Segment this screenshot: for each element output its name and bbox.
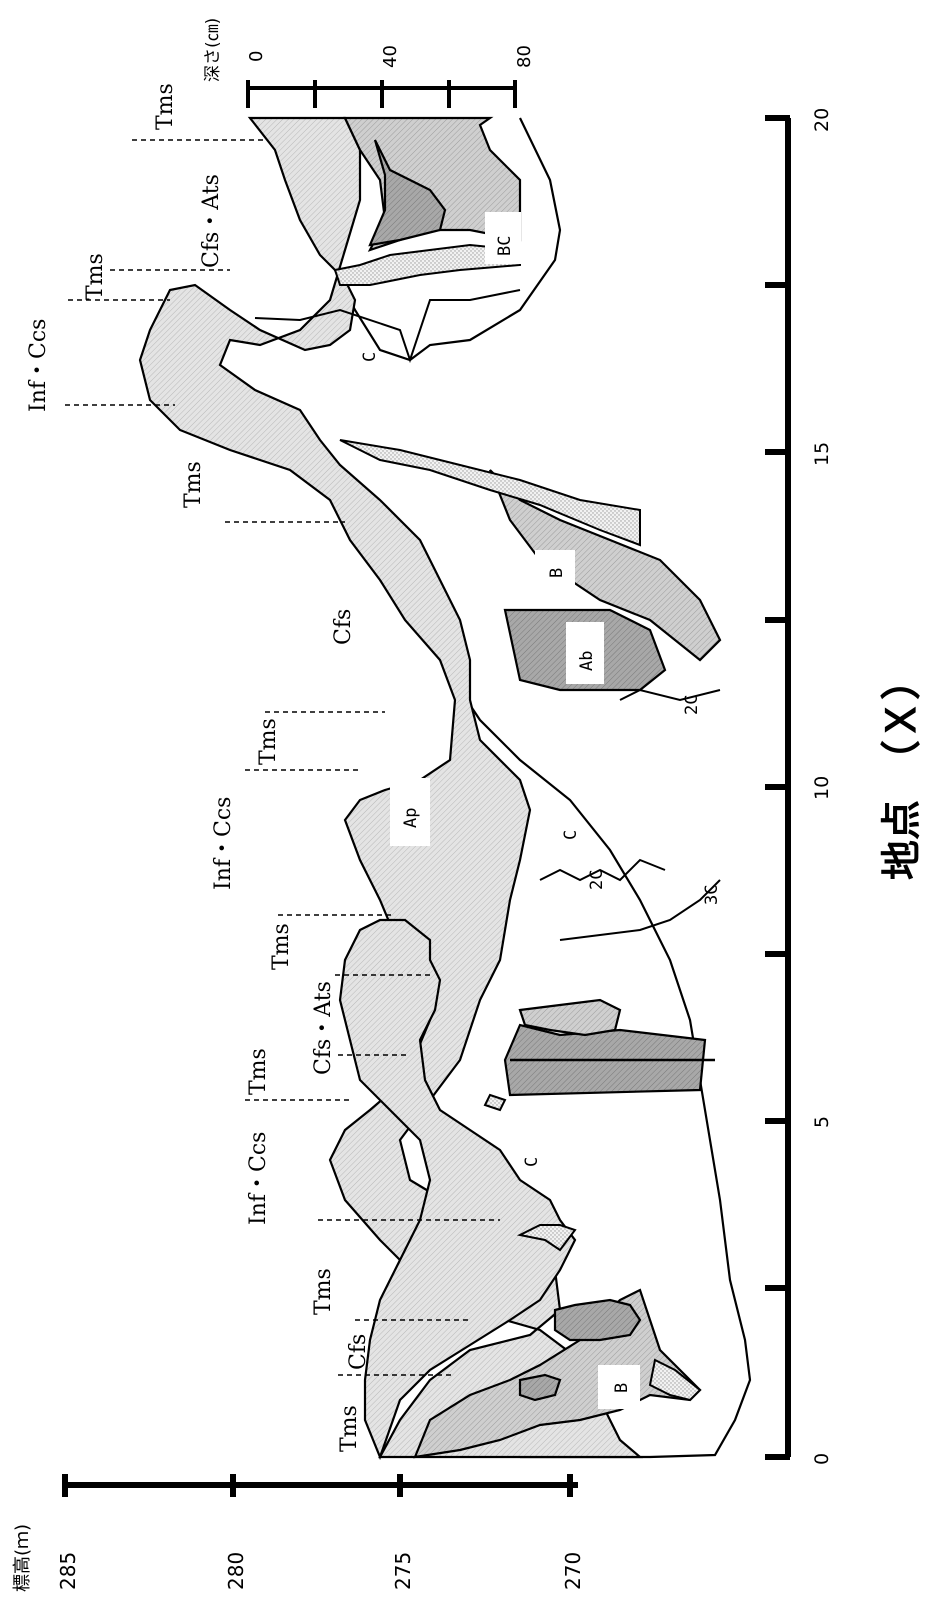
dots-block-6 [483,1093,507,1112]
horizon-label-2c: 2C [682,695,702,715]
label-bg [390,778,430,846]
horizon-label-3c: 3C [702,885,722,905]
landform-label: Tms [269,923,294,970]
b-block-6 [518,998,622,1037]
depth-axis: 0 40 80 深さ(㎝) [203,18,535,108]
horizon-label-ab: Ab [577,651,597,671]
ab-horizon-right [368,139,447,247]
label-bg [485,212,521,264]
horizon-label-b: B [547,568,567,578]
horizon-label-ap: Ap [401,808,421,828]
point-tick-label: 15 [811,442,833,466]
horizon-label-group: B C 2C 3C Ap C 2C Ab B C BC [360,212,722,1409]
landform-label: Cfs [331,609,356,645]
elevation-tick-label: 285 [56,1552,80,1590]
landform-label: Inf・Ccs [211,797,236,890]
landform-label: Tms [153,83,178,130]
horizon-label-bc: BC [495,236,515,256]
depth-tick-label: 40 [380,45,401,68]
landform-label: Cfs・Ats [311,981,336,1075]
depth-tick-label: 0 [246,51,267,62]
bc-dots-left [648,1358,702,1402]
c2c-boundary-2 [619,688,721,702]
landform-label: Cfs [346,1334,371,1370]
landform-label: Tms [246,1048,271,1095]
landform-label: Cfs・Ats [199,174,224,268]
horizon-label-c: C [522,1157,542,1167]
landform-label: Tms [83,253,108,300]
elevation-axis-title: 標高(ｍ) [12,1524,33,1592]
ap-horizon [138,116,643,1459]
label-bg [598,1365,640,1409]
point-tick-label: 20 [811,108,833,132]
point-axis-title: 地点 （Ｘ） [879,660,925,880]
point-axis: 0 5 10 15 20 地点 （Ｘ） [765,108,925,1465]
label-bg [535,550,575,594]
elevation-tick-label: 275 [391,1552,415,1590]
dark-block-left-2 [518,1373,562,1402]
point-tick-label: 0 [811,1453,833,1465]
landform-dividers [65,139,500,1376]
point-tick-label: 10 [811,776,833,800]
elevation-axis: 285 280 275 270 標高(ｍ) [12,1474,585,1592]
horizon-label-2c: 2C [587,870,607,890]
horizon-label-b: B [612,1383,632,1393]
c-boundary-right [254,289,521,364]
landform-label: Tms [311,1268,336,1315]
landform-label: Tms [256,718,281,765]
c2c-boundary [539,858,666,882]
depth-tick-label: 80 [514,45,535,68]
landform-label: Inf・Ccs [246,1132,271,1225]
landform-label: Tms [337,1405,362,1452]
elevation-tick-label: 280 [224,1552,248,1590]
profile-body [138,116,752,1461]
horizon-label-c: C [561,830,581,840]
landform-label-group: Tms Cfs Tms Inf・Ccs Tms Cfs・Ats Tms Inf・… [26,83,371,1452]
dark-block-left [553,1298,642,1342]
landform-label: Inf・Ccs [26,319,51,412]
bc-dots-mid [339,439,641,547]
landform-label: Tms [181,461,206,508]
dots-left-upper [516,1224,577,1252]
horizon-boundaries [254,289,721,941]
depth-axis-title: 深さ(㎝) [203,18,223,82]
elevation-tick-label: 270 [561,1552,585,1590]
point-tick-label: 5 [811,1116,833,1128]
c3c-boundary [559,879,721,941]
horizon-label-c: C [360,352,380,362]
label-bg [566,622,604,684]
